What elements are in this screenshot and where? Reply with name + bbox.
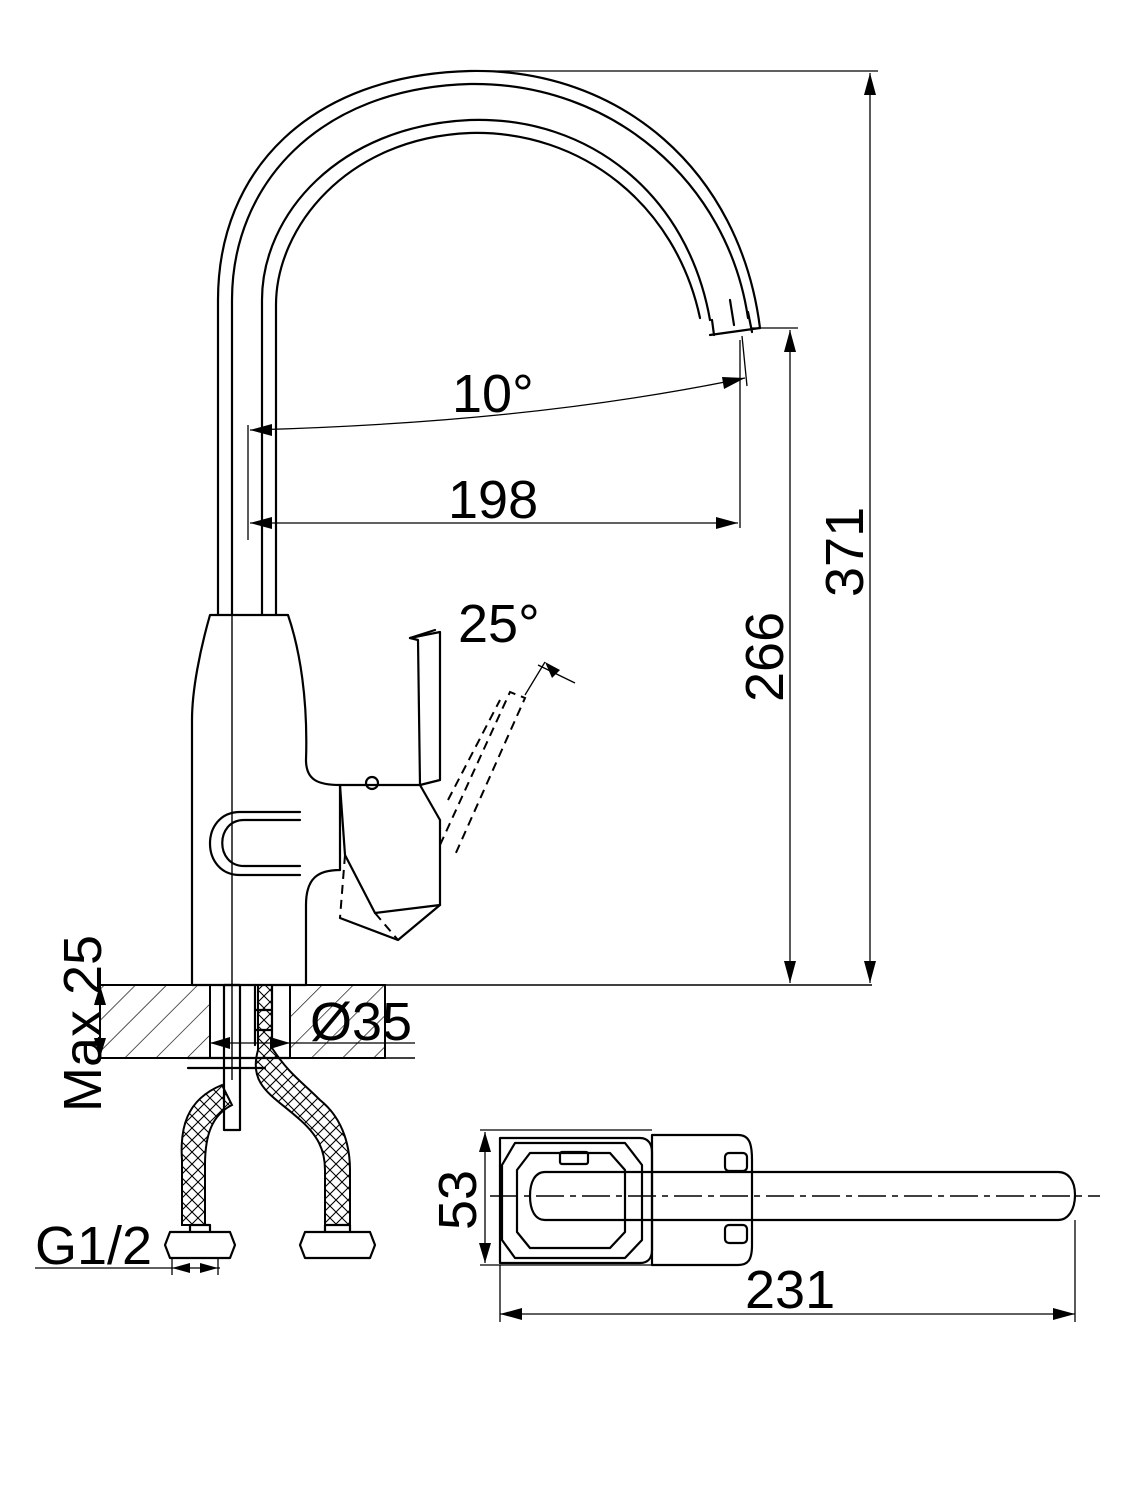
faucet-side-view bbox=[99, 69, 872, 1260]
hole-diameter-label: Ø35 bbox=[310, 992, 412, 1052]
top-spout bbox=[528, 1170, 1077, 1222]
lever-open bbox=[439, 690, 527, 856]
cartridge-screw bbox=[364, 775, 380, 791]
total-height-label: 371 bbox=[815, 507, 875, 597]
lever-open-2 bbox=[447, 699, 501, 801]
hose-fitting bbox=[253, 983, 274, 1047]
top-length-label: 231 bbox=[745, 1260, 835, 1320]
lever-closed-tip bbox=[408, 628, 437, 640]
countertop-left bbox=[99, 984, 211, 1059]
cartridge-dash bbox=[339, 854, 399, 941]
spout-angle-label: 10° bbox=[452, 364, 534, 424]
thread-label: G1/2 bbox=[35, 1216, 152, 1276]
spout-height-label: 266 bbox=[735, 612, 795, 702]
hose-left bbox=[180, 1083, 234, 1226]
spout-inner-2 bbox=[274, 131, 702, 617]
top-body-inner bbox=[500, 1141, 644, 1260]
body-recess-inner bbox=[221, 818, 302, 868]
side-dimensions bbox=[35, 70, 878, 1275]
top-body-inner-2 bbox=[515, 1151, 627, 1250]
spout-reach-label: 198 bbox=[448, 470, 538, 530]
cartridge-housing bbox=[338, 783, 442, 915]
max-thickness-label: Max.25 bbox=[53, 935, 113, 1112]
hose-nut-left bbox=[163, 1223, 237, 1260]
spout-tip-edge bbox=[710, 298, 754, 337]
top-handle bbox=[650, 1133, 754, 1267]
spout-outer bbox=[216, 69, 762, 617]
top-body bbox=[498, 1136, 654, 1265]
spout-inner bbox=[260, 118, 712, 617]
hose-right bbox=[254, 984, 351, 1226]
lever-closed bbox=[408, 630, 442, 787]
spout-outer-2 bbox=[230, 82, 750, 617]
base-width-label: 53 bbox=[428, 1170, 488, 1230]
faucet-body bbox=[190, 613, 342, 987]
top-mark bbox=[558, 1150, 590, 1166]
top-handle-slot-1 bbox=[723, 1151, 749, 1173]
body-recess bbox=[208, 810, 302, 877]
faucet-top-view bbox=[490, 1133, 1100, 1267]
hose-nut-right bbox=[298, 1223, 377, 1260]
top-dimensions bbox=[479, 1129, 1076, 1322]
top-handle-slot-2 bbox=[723, 1223, 749, 1245]
lever-angle-label: 25° bbox=[458, 594, 540, 654]
